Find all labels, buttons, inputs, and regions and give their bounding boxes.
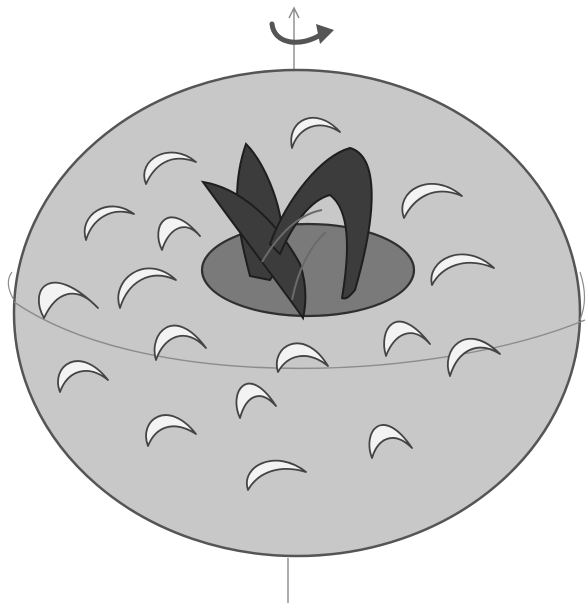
rotation-axis-top — [289, 8, 299, 70]
central-hole — [202, 224, 414, 316]
curved-rotation-arrow-icon — [272, 24, 334, 44]
